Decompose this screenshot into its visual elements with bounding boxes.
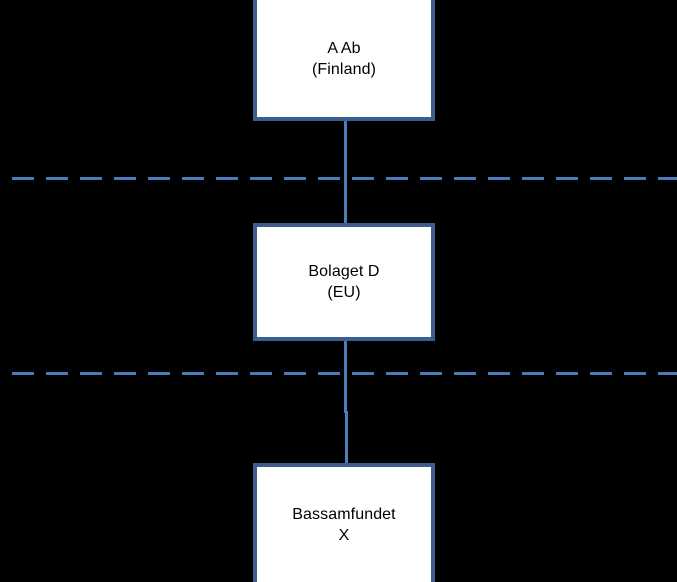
node-bolaget-d-label: Bolaget D (EU) xyxy=(308,263,380,301)
connector-bolaget-d-to-bassamfundet-x-lower xyxy=(345,411,348,467)
connector-bolaget-d-to-bassamfundet-x-upper xyxy=(344,337,347,413)
node-a-ab-label: A Ab (Finland) xyxy=(311,39,377,78)
node-bassamfundet-x-label: Bassamfundet X xyxy=(292,505,396,544)
node-a-ab[interactable]: A Ab (Finland) xyxy=(253,0,435,121)
node-bassamfundet-x[interactable]: Bassamfundet X xyxy=(253,463,435,582)
connector-a-ab-to-bolaget-d xyxy=(344,117,347,227)
node-bolaget-d[interactable]: Bolaget D (EU) xyxy=(253,223,435,341)
